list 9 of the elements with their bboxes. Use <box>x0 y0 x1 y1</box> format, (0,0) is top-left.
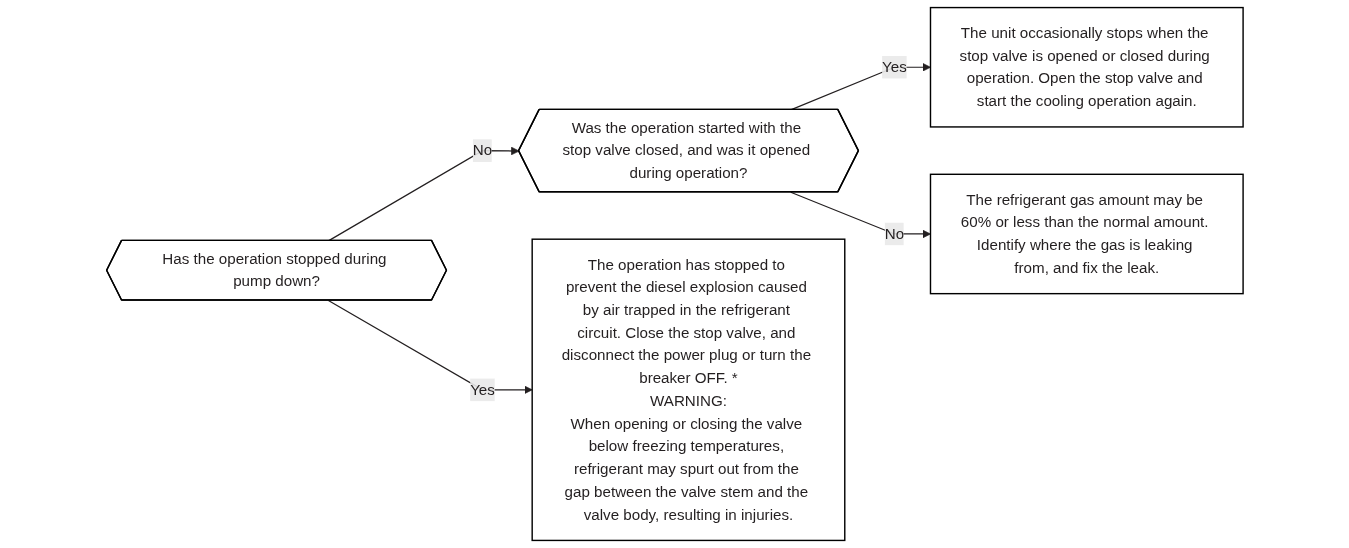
edge-label: Yes <box>469 381 495 398</box>
node-box: The refrigerant gas amount may be 60% or less than the normal amount. Identify where the gas is leaking from, and fix the leak. <box>929 173 1244 295</box>
arrow <box>327 146 520 242</box>
edge-label: No <box>472 142 492 159</box>
arrow <box>789 191 931 239</box>
node-box: The unit occasionally stops when the stop valve is opened or closed during operation. Open the stop valve and start the cooling operation again. <box>929 6 1244 128</box>
edge-label: No <box>884 225 904 242</box>
edge-label: Yes <box>881 58 907 75</box>
node-box: The operation has stopped to prevent the diesel explosion caused by air trapped in the refrigerant circuit. Close the stop valve, and disconnect the power plug or turn the breaker OFF. * WARNING: When opening or closing the valve below freezing temperatures, refrigerant may spurt out from the gap between the valve stem and the valve body, resulting in injuries. <box>531 238 846 542</box>
